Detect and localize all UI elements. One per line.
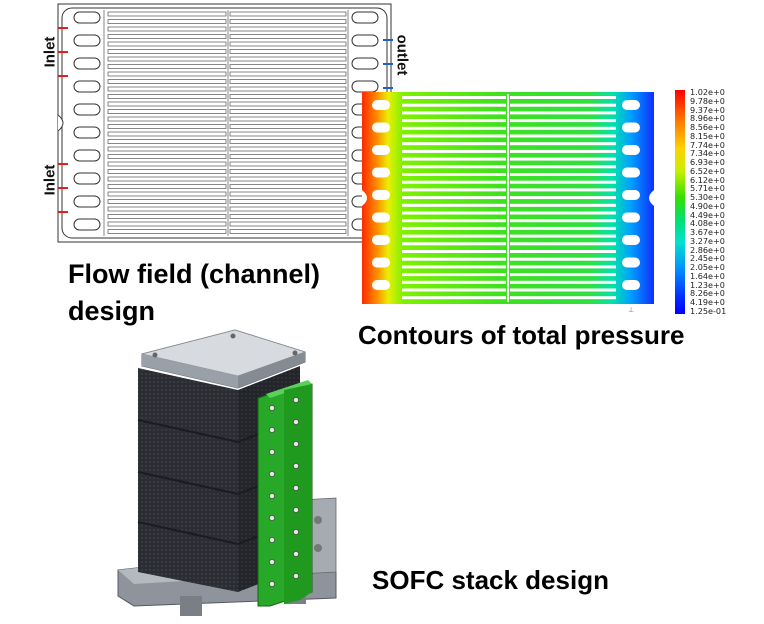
legend-value: 8.56e+0 <box>690 122 725 132</box>
legend-value: 9.37e+0 <box>690 104 725 115</box>
inlet-markers <box>58 27 68 213</box>
contour-inlet-slots <box>372 100 390 290</box>
legend-value: 1.02e+0 <box>690 87 725 97</box>
contours-caption: Contours of total pressure <box>358 320 685 350</box>
legend-value: 5.30e+0 <box>690 192 725 202</box>
legend-value: 4.90e+0 <box>690 200 725 211</box>
legend-value: 9.78e+0 <box>690 95 725 106</box>
legend-value: 8.26e+0 <box>690 288 725 299</box>
legend-value: 2.45e+0 <box>690 253 725 264</box>
legend-value: 2.05e+0 <box>690 262 725 272</box>
pressure-legend-colorbar <box>675 90 685 314</box>
legend-value: 1.23e+0 <box>690 279 725 290</box>
flow-field-inlet-slots <box>73 11 101 231</box>
stack-top-cap <box>141 329 307 389</box>
legend-value: 4.49e+0 <box>690 209 725 220</box>
contour-channels <box>402 96 616 300</box>
legend-value: 8.96e+0 <box>690 113 725 124</box>
legend-value: 6.93e+0 <box>690 157 725 167</box>
legend-value: 7.74e+0 <box>690 139 725 150</box>
flow-field-caption: Flow field (channel) design <box>68 259 321 326</box>
flow-field-channels <box>103 10 349 236</box>
legend-value: 1.25e-01 <box>690 305 727 316</box>
legend-value: 6.12e+0 <box>690 174 725 185</box>
stack-gas-manifold <box>257 380 313 607</box>
legend-value: 4.19e+0 <box>690 297 725 307</box>
legend-value: 6.52e+0 <box>690 165 725 176</box>
sofc-stack-caption: SOFC stack design <box>372 565 609 595</box>
legend-value: 2.86e+0 <box>690 244 725 255</box>
legend-value: 4.08e+0 <box>690 218 725 229</box>
legend-value: 5.71e+0 <box>690 183 725 194</box>
legend-value: 3.27e+0 <box>690 235 725 246</box>
legend-value: 1.64e+0 <box>690 270 725 281</box>
contour-outlet-slots <box>622 100 640 290</box>
legend-value: 8.15e+0 <box>690 130 725 141</box>
legend-value: 3.67e+0 <box>690 227 725 237</box>
axis-glyph: ⊥ <box>628 306 634 314</box>
legend-value: 7.34e+0 <box>690 148 725 159</box>
outlet-markers <box>383 39 393 89</box>
